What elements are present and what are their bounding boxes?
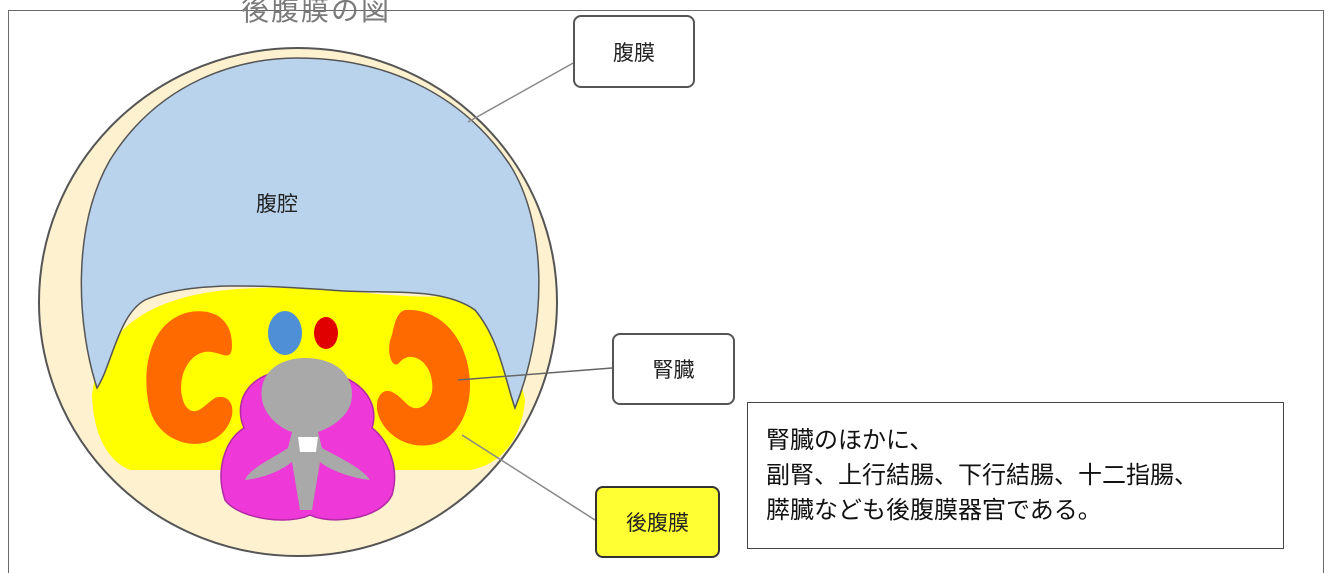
retroperitoneum-leader [461,434,596,521]
left-kidney [146,311,233,444]
kidney-leader [457,367,613,381]
note-line-1: 腎臓のほかに、 [766,426,934,454]
spinal-canal [298,437,318,452]
note-line-2: 副腎、上行結腸、下行結腸、十二指腸、 [766,461,1198,489]
aorta [314,317,338,349]
vena-cava [268,311,302,355]
peritoneal-cavity-label: 腹腔 [256,192,298,216]
kidney-callout: 腎臓 [612,333,735,405]
peritoneum-leader [467,61,576,123]
peritoneum-callout: 腹膜 [573,15,695,88]
diagram-frame: 後腹膜の図 [8,0,1324,573]
diagram-title: 後腹膜の図 [241,0,392,27]
vertebra [245,358,370,510]
note-line-3: 膵臓なども後腹膜器官である。 [766,496,1102,524]
retroperitoneum-callout: 後腹膜 [595,486,720,558]
right-kidney [376,309,470,446]
peritoneal-cavity [80,57,540,411]
note-box: 腎臓のほかに、 副腎、上行結腸、下行結腸、十二指腸、 膵臓なども後腹膜器官である… [747,402,1284,549]
